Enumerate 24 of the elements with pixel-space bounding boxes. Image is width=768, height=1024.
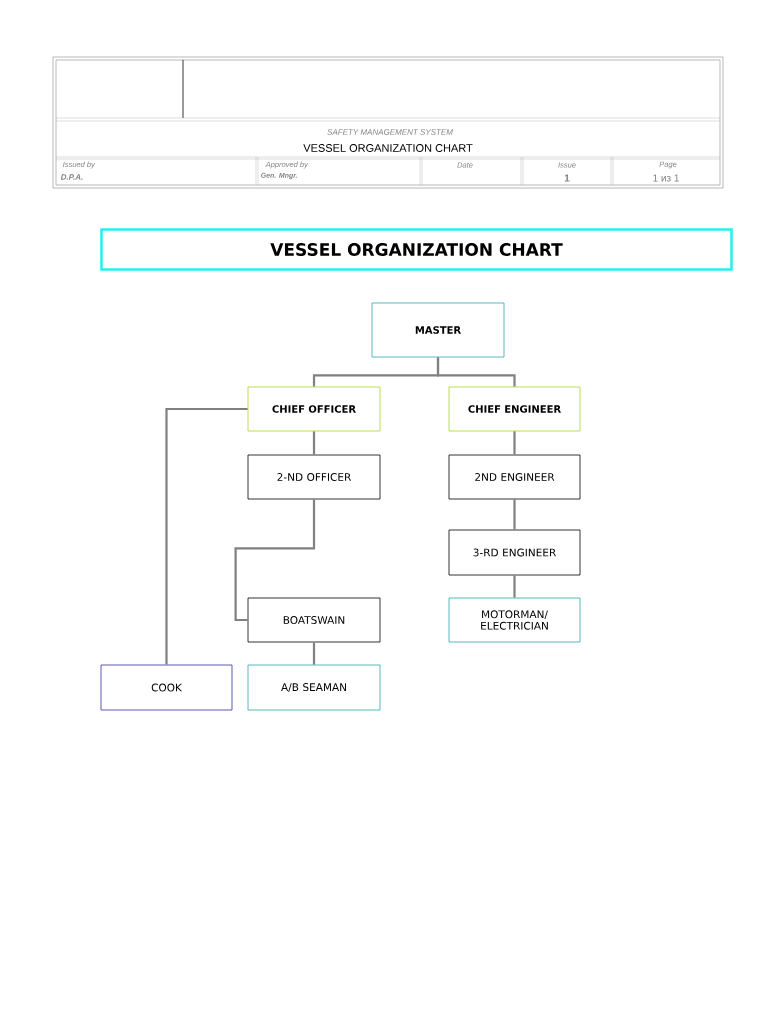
- connector-line: [312, 642, 316, 665]
- connector-line: [234, 499, 316, 622]
- role-box: 3-RD ENGINEER: [448, 529, 581, 576]
- role-box: CHIEF ENGINEER: [448, 386, 581, 432]
- connector-line: [165, 407, 248, 665]
- connector-line: [436, 357, 516, 387]
- header-title: VESSEL ORGANIZATION CHART: [303, 144, 473, 152]
- title-banner: VESSEL ORGANIZATION CHART: [100, 228, 733, 271]
- role-box: A/B SEAMAN: [247, 664, 381, 711]
- role-box: BOATSWAIN: [247, 597, 381, 643]
- role-box: 2ND ENGINEER: [448, 454, 581, 500]
- role-box: MOTORMAN/ ELECTRICIAN: [448, 597, 581, 643]
- role-box: CHIEF OFFICER: [247, 386, 381, 432]
- role-box: COOK: [100, 664, 233, 711]
- connector-line: [312, 431, 316, 455]
- subtitle-text: SAFETY MANAGEMENT SYSTEM: [327, 129, 453, 135]
- role-box: MASTER: [371, 302, 505, 358]
- field-value: 1 из 1: [653, 174, 679, 182]
- field-value: D.P.A.: [60, 174, 83, 180]
- connector-line: [513, 499, 516, 530]
- connector-line: [513, 431, 516, 455]
- connector-line: [513, 575, 516, 598]
- field-value: 1: [564, 174, 570, 182]
- role-box: 2-ND OFFICER: [247, 454, 381, 500]
